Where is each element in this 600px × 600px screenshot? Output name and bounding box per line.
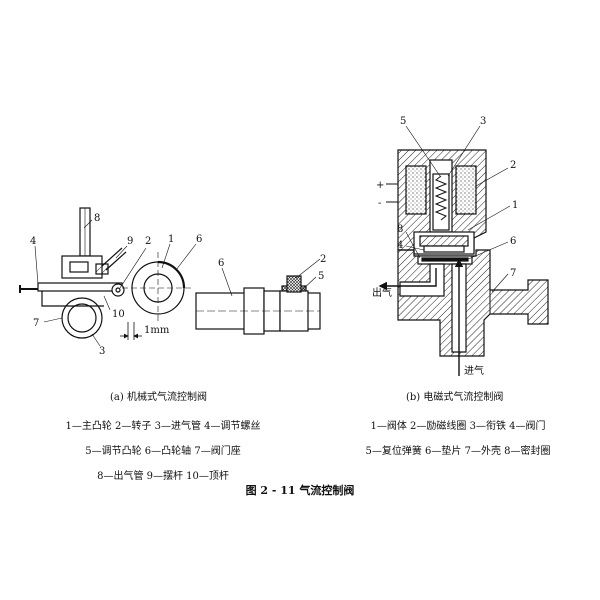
label-b-minus: - <box>378 198 381 209</box>
label-b-plus: + <box>376 180 384 191</box>
label-a-5b: 5 <box>318 271 324 282</box>
label-a-1: 1 <box>168 234 174 245</box>
legend-b: 1—阀体 2—励磁线圈 3—衔铁 4—阀门 5—复位弹簧 6—垫片 7—外壳 8… <box>330 414 586 464</box>
label-a-3: 3 <box>99 346 105 357</box>
label-a-1mm: 1mm <box>144 325 170 336</box>
label-b-2: 2 <box>510 160 516 171</box>
caption-a: (a) 机械式气流控制阀 <box>110 392 207 403</box>
solenoid-valve-labels: 5 3 2 1 8 4 6 7 + - 出气 进气 <box>372 116 518 377</box>
label-b-4: 4 <box>397 240 403 251</box>
label-b-8: 8 <box>397 224 403 235</box>
label-a-7: 7 <box>33 318 39 329</box>
figure-title: 图 2 - 11 气流控制阀 <box>245 484 355 497</box>
label-a-2: 2 <box>145 236 151 247</box>
label-a-6: 6 <box>196 234 202 245</box>
label-a-6b: 6 <box>218 258 224 269</box>
label-a-10: 10 <box>112 309 125 320</box>
caption-b: (b) 电磁式气流控制阀 <box>406 392 504 403</box>
label-b-outlet: 出气 <box>372 286 392 299</box>
label-a-4: 4 <box>30 236 36 247</box>
legend-a-line-3: 8—出气管 9—摆杆 10—顶杆 <box>97 471 229 482</box>
label-b-7: 7 <box>510 268 516 279</box>
mechanical-valve-labels: 8 4 9 2 1 6 7 10 3 1mm 6 2 5 <box>30 213 326 357</box>
label-b-5: 5 <box>400 116 406 127</box>
mechanical-valve-diagram <box>19 207 321 347</box>
label-a-9: 9 <box>127 236 133 247</box>
legend-a: 1—主凸轮 2—转子 3—进气管 4—调节螺丝 5—调节凸轮 6—凸轮轴 7—阀… <box>18 414 308 489</box>
label-b-3: 3 <box>480 116 486 127</box>
solenoid-valve-diagram <box>378 125 549 376</box>
label-b-inlet: 进气 <box>464 364 484 377</box>
legend-b-line-2: 5—复位弹簧 6—垫片 7—外壳 8—密封圈 <box>365 446 551 457</box>
legend-a-line-2: 5—调节凸轮 6—凸轮轴 7—阀门座 <box>85 446 241 457</box>
legend-a-line-1: 1—主凸轮 2—转子 3—进气管 4—调节螺丝 <box>65 421 261 432</box>
legend-b-line-1: 1—阀体 2—励磁线圈 3—衔铁 4—阀门 <box>370 421 546 432</box>
label-a-8: 8 <box>94 213 100 224</box>
label-b-6: 6 <box>510 236 516 247</box>
label-b-1: 1 <box>512 200 518 211</box>
label-a-2b: 2 <box>320 254 326 265</box>
